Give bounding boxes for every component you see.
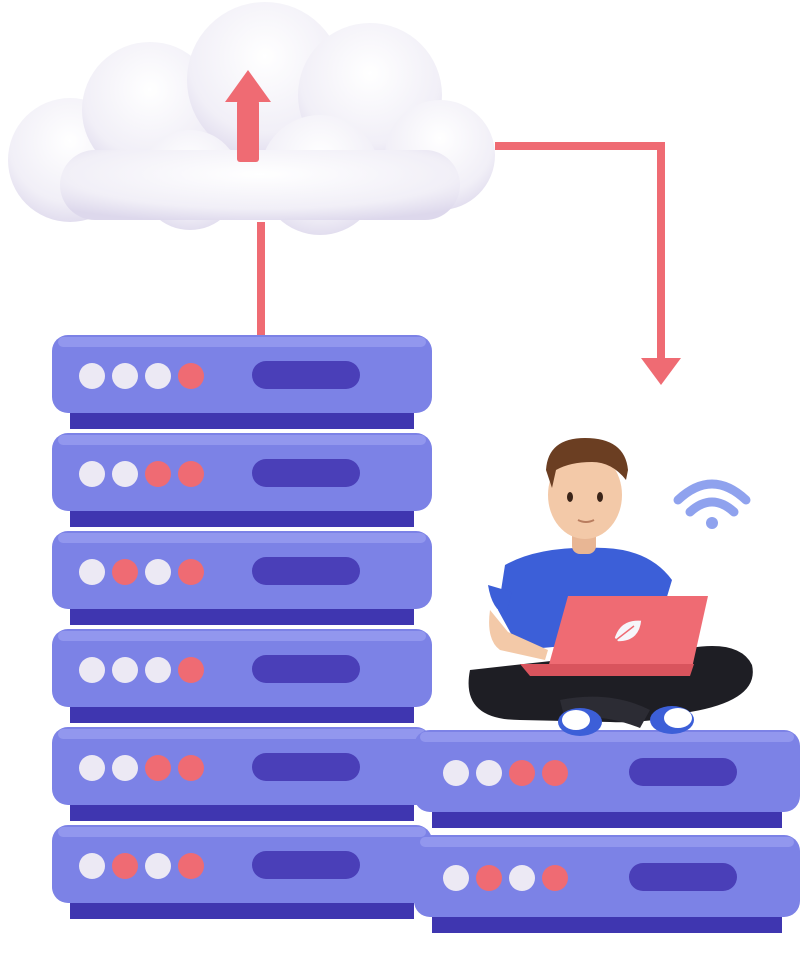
server-slot [629,758,737,786]
led-red [112,853,138,879]
led-white [79,755,105,781]
led-white [476,760,502,786]
led-white [79,461,105,487]
led-red [178,461,204,487]
wifi-icon [673,479,751,529]
server-unit [414,835,800,933]
led-white [145,853,171,879]
led-white [112,657,138,683]
server-stack-large [52,335,432,919]
led-red [178,657,204,683]
led-white [112,461,138,487]
leaf-icon [613,619,643,643]
cloud [8,2,495,235]
led-white [145,559,171,585]
server-unit [52,335,432,429]
led-red [145,755,171,781]
led-white [79,853,105,879]
server-unit [52,727,432,821]
server-slot [252,851,360,879]
led-white [112,755,138,781]
led-red [542,760,568,786]
led-white [443,865,469,891]
server-slot [252,655,360,683]
led-white [145,657,171,683]
server-slot [252,361,360,389]
server-unit [414,730,800,828]
led-white [145,363,171,389]
server-slot [252,557,360,585]
led-red [178,363,204,389]
server-slot [629,863,737,891]
led-white [79,559,105,585]
led-red [476,865,502,891]
server-unit [52,825,432,919]
led-red [509,760,535,786]
led-red [178,853,204,879]
laptop [520,596,708,676]
server-stack-small [414,730,800,933]
led-white [443,760,469,786]
led-white [112,363,138,389]
server-unit [52,433,432,527]
led-red [178,755,204,781]
server-unit [52,531,432,625]
server-slot [252,753,360,781]
led-red [542,865,568,891]
person-with-laptop [468,438,753,736]
led-white [79,657,105,683]
led-red [178,559,204,585]
led-red [112,559,138,585]
connector-lines [257,142,665,362]
led-white [509,865,535,891]
server-slot [252,459,360,487]
led-red [145,461,171,487]
arrow-down-icon [641,358,681,385]
led-white [79,363,105,389]
server-unit [52,629,432,723]
arrow-up-icon [225,70,271,162]
